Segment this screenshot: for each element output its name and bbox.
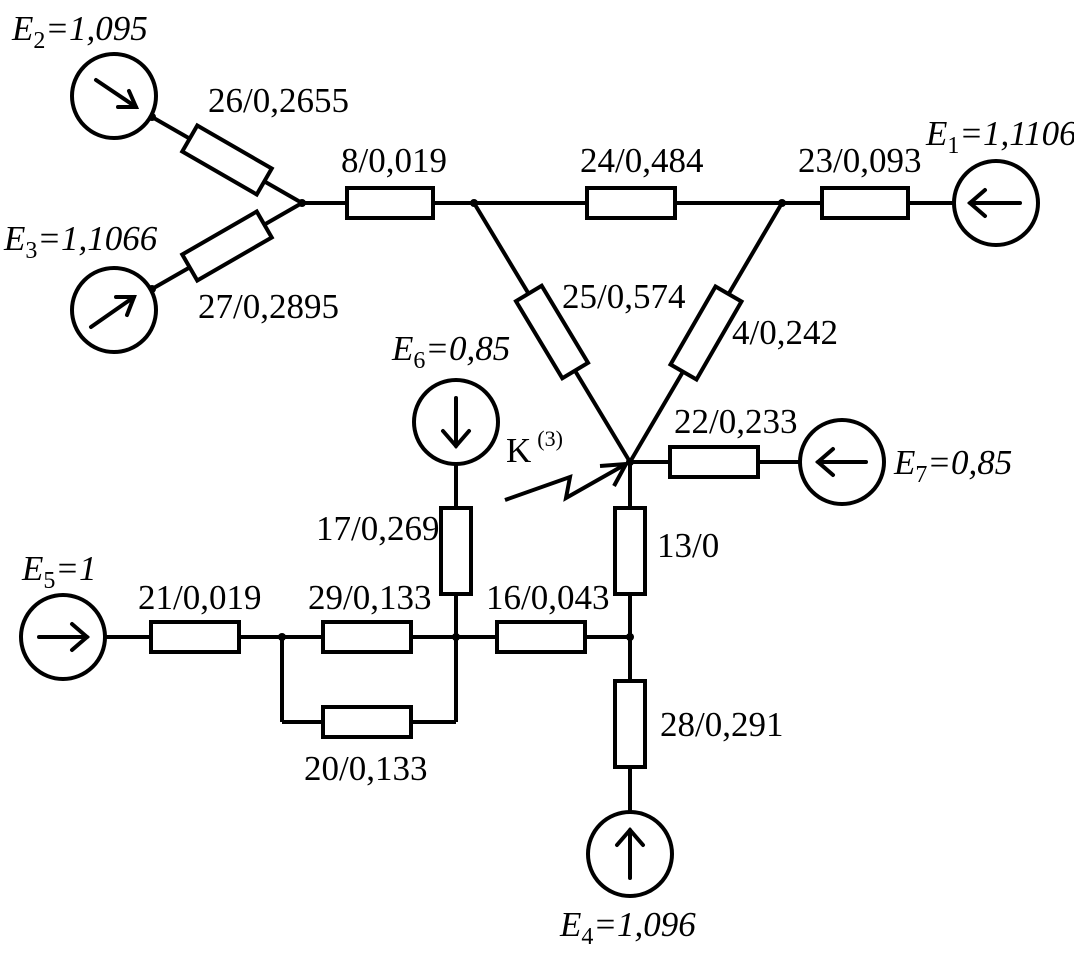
source-e3 [70, 266, 158, 354]
resistor-8 [345, 186, 435, 220]
source-labels: E2=1,095 E3=1,1066 E1=1,1106 E6=0,85 E7=… [3, 9, 1074, 950]
source-e7 [798, 418, 886, 506]
label-r20: 20/0,133 [304, 749, 427, 788]
sources [19, 52, 1040, 898]
label-r28: 28/0,291 [660, 705, 783, 744]
fault-label: K(3) [506, 426, 563, 470]
source-e6 [412, 378, 500, 466]
resistor-29 [321, 620, 413, 654]
label-r23: 23/0,093 [798, 141, 921, 180]
label-e4: E4=1,096 [559, 905, 696, 950]
resistor-26 [179, 122, 275, 198]
resistor-22 [668, 445, 760, 479]
label-e5: E5=1 [21, 549, 97, 594]
resistor-28 [613, 679, 647, 769]
resistor-4 [667, 283, 745, 383]
label-r29: 29/0,133 [308, 578, 431, 617]
label-r24: 24/0,484 [580, 141, 703, 180]
resistor-23 [820, 186, 910, 220]
resistor-16 [495, 620, 587, 654]
label-e1: E1=1,1106 [925, 114, 1074, 159]
resistors [149, 122, 910, 769]
label-r17: 17/0,269 [316, 509, 439, 548]
label-r25: 25/0,574 [562, 277, 685, 316]
label-e6: E6=0,85 [391, 329, 510, 374]
label-r21: 21/0,019 [138, 578, 261, 617]
resistor-labels: 26/0,2655 27/0,2895 8/0,019 24/0,484 23/… [138, 81, 921, 788]
resistor-24 [585, 186, 677, 220]
source-e2 [70, 52, 158, 140]
source-e4 [586, 810, 674, 898]
resistor-17 [439, 506, 473, 596]
label-r13: 13/0 [657, 526, 719, 565]
resistor-21 [149, 620, 241, 654]
resistor-20 [321, 705, 413, 739]
label-r8: 8/0,019 [341, 141, 447, 180]
label-e3: E3=1,1066 [3, 219, 158, 264]
label-r26: 26/0,2655 [208, 81, 349, 120]
resistor-27 [179, 208, 275, 284]
source-e1 [952, 159, 1040, 247]
label-e7: E7=0,85 [893, 443, 1012, 488]
resistor-13 [613, 506, 647, 596]
label-r16: 16/0,043 [486, 578, 609, 617]
label-e2: E2=1,095 [11, 9, 148, 54]
label-r27: 27/0,2895 [198, 287, 339, 326]
resistor-25 [513, 282, 591, 382]
source-e5 [19, 593, 107, 681]
label-r4: 4/0,242 [732, 313, 838, 352]
junction-dots [148, 113, 786, 641]
label-r22: 22/0,233 [674, 402, 797, 441]
